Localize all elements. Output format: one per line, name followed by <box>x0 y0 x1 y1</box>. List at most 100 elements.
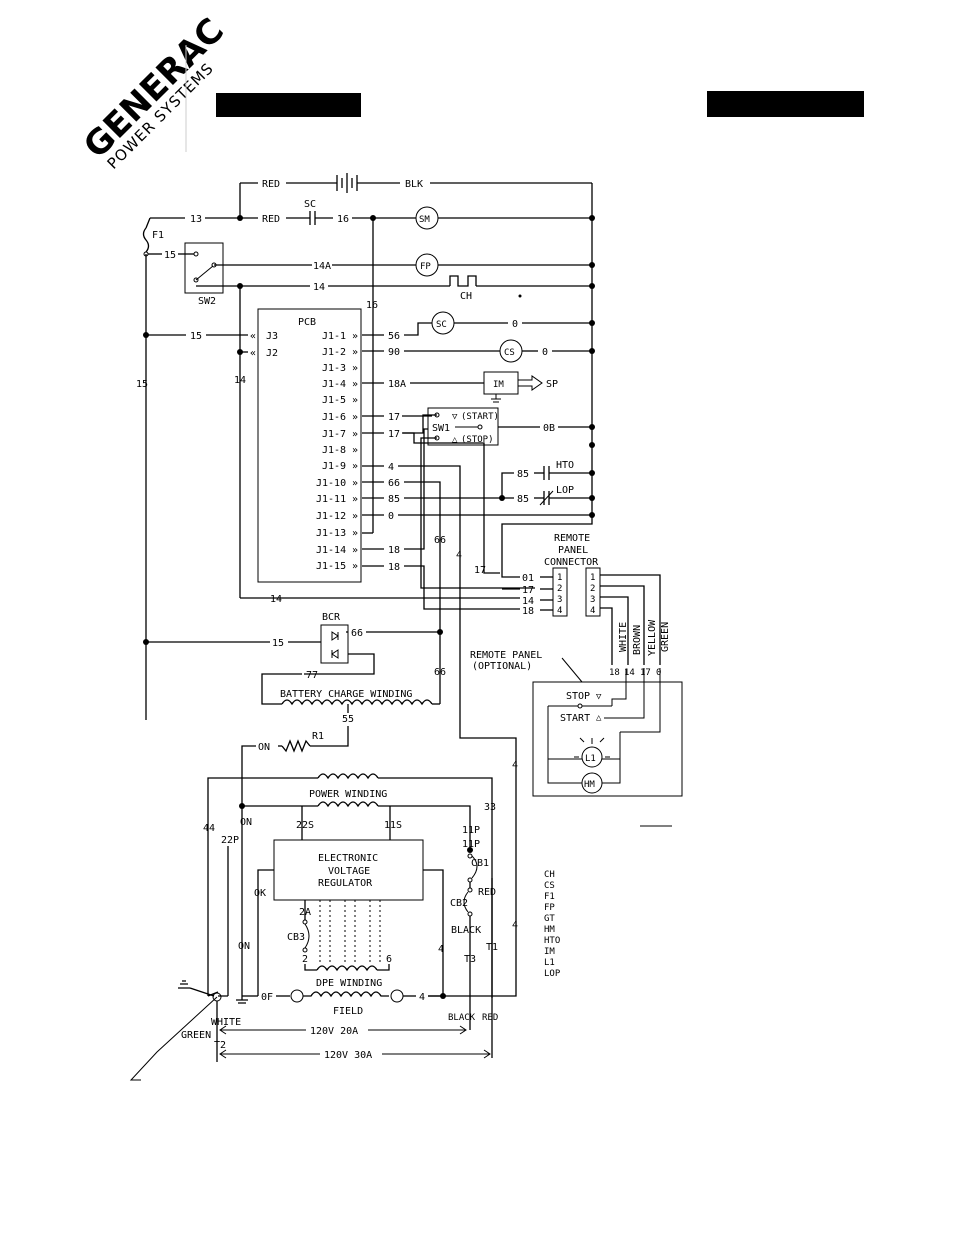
j3-label: J3 <box>266 331 278 342</box>
svg-text:»: » <box>352 494 358 505</box>
conn-num: 3 <box>590 595 595 605</box>
f1-label: F1 <box>152 230 164 241</box>
wire-85-label-c: 85 <box>517 494 529 505</box>
pin-label: J1-8 <box>322 445 346 456</box>
svg-text:»: » <box>352 478 358 489</box>
wire-66-label-c: 66 <box>351 628 363 639</box>
j3-connector: « <box>250 331 256 342</box>
svg-text:»: » <box>352 412 358 423</box>
wire-18-label-c: 18 <box>522 606 534 617</box>
pin-label: J1-14 <box>316 545 346 556</box>
sm-label: SM <box>419 215 430 225</box>
header-bar-left <box>216 93 361 117</box>
sw1-start-label: (START) <box>461 412 499 422</box>
black-terminal-label: BLACK <box>448 1013 476 1023</box>
wire-4-label-d: 4 <box>512 920 518 931</box>
wire-66-label-b: 66 <box>434 535 446 546</box>
sw1-label: SW1 <box>432 423 450 434</box>
connector-label-1: REMOTE <box>554 533 590 544</box>
svg-text:»: » <box>352 331 358 342</box>
wire-33-label: 33 <box>484 802 496 813</box>
t1-label: T1 <box>486 942 498 953</box>
hto-label: HTO <box>556 460 574 471</box>
battery-winding-label: BATTERY CHARGE WINDING <box>280 689 412 700</box>
fp-label: FP <box>420 262 431 272</box>
wire-ok-label: OK <box>254 888 266 899</box>
legend-item: FP <box>544 903 555 913</box>
red-lead-label: RED <box>478 887 496 898</box>
svg-text:»: » <box>352 561 358 572</box>
wire-0f-label: 0F <box>261 992 273 1003</box>
cb2-label: CB2 <box>450 898 468 909</box>
pin-label: J1-12 <box>316 511 346 522</box>
svg-text:»: » <box>352 429 358 440</box>
dpe-winding-label: DPE WINDING <box>316 978 382 989</box>
wire-on-label-b: ON <box>240 817 252 828</box>
regulator-label-1: ELECTRONIC <box>318 853 378 864</box>
svg-text:»: » <box>352 347 358 358</box>
svg-text:»: » <box>352 445 358 456</box>
svg-text:»: » <box>352 379 358 390</box>
legend-item: HTO <box>544 936 560 946</box>
wire-on-label-a: ON <box>258 742 270 753</box>
legend-item: CH <box>544 870 555 880</box>
remote-panel-label: REMOTE PANEL <box>470 650 542 661</box>
r1-label: R1 <box>312 731 324 742</box>
pin-label: J1-9 <box>322 461 346 472</box>
j2-label: J2 <box>266 348 278 359</box>
red-terminal-label: RED <box>482 1013 498 1023</box>
conn-num: 4 <box>590 606 595 616</box>
battery-symbol <box>336 173 358 193</box>
pin-label: J1-6 <box>322 412 346 423</box>
logo-brand: GENERAC <box>76 11 232 167</box>
fuse-symbol <box>142 227 150 253</box>
t3-label: T3 <box>464 954 476 965</box>
legend-item: LOP <box>544 969 561 979</box>
wire-red-label: RED <box>262 179 280 190</box>
wire-85-label-a: 85 <box>517 469 529 480</box>
pin-label: J1-2 <box>322 347 346 358</box>
cb1-label: CB1 <box>471 858 489 869</box>
wire-14a-label: 14A <box>313 261 331 272</box>
legend-item: F1 <box>544 892 555 902</box>
wire-14-label-d: 14 <box>270 594 282 605</box>
conn-num: 1 <box>557 573 562 583</box>
legend-item: L1 <box>544 958 555 968</box>
wire-17-label-a: 17 <box>388 412 400 423</box>
wire-2a-label: 2A <box>299 907 311 918</box>
battery-winding-coil <box>281 699 433 706</box>
ignition-module-box <box>483 371 519 395</box>
wire-18a-label: 18A <box>388 379 406 390</box>
lop-label: LOP <box>556 485 574 496</box>
wire-77-label: 77 <box>306 670 318 681</box>
white-terminal-label: WHITE <box>211 1017 241 1028</box>
wire-0-label-b: 0 <box>542 347 548 358</box>
im-label: IM <box>493 380 504 390</box>
wire-66-label-a: 66 <box>388 478 400 489</box>
pin-label: J1-4 <box>322 379 346 390</box>
wire-4-label-e: 4 <box>438 944 444 955</box>
remote-18-label: 18 <box>609 668 620 678</box>
wire-blk-label: BLK <box>405 179 423 190</box>
wire-2-label: 2 <box>302 954 308 965</box>
wire-44-label: 44 <box>203 823 215 834</box>
remote-panel-box <box>532 681 683 797</box>
power-winding-label: POWER WINDING <box>309 789 387 800</box>
wire-90-label: 90 <box>388 347 400 358</box>
wire-18-label-a: 18 <box>388 545 400 556</box>
wire-66-label-d: 66 <box>434 667 446 678</box>
wire-17-label-c: 17 <box>474 565 486 576</box>
svg-text:»: » <box>352 395 358 406</box>
svg-text:»: » <box>352 528 358 539</box>
j1-pin-list: J1-1 J1-2 J1-3 J1-4 J1-5 J1-6 J1-7 J1-8 … <box>316 331 346 572</box>
remote-0-label: 0 <box>656 668 661 678</box>
conn-num: 4 <box>557 606 562 616</box>
remote-stop-symbol: ▽ <box>596 692 602 702</box>
remote-connector-right <box>585 567 601 617</box>
remote-start-label: START <box>560 713 590 724</box>
brush-right <box>390 989 404 1003</box>
cb3-label: CB3 <box>287 932 305 943</box>
remote-connector-left <box>552 567 568 617</box>
pin-label: J1-10 <box>316 478 346 489</box>
